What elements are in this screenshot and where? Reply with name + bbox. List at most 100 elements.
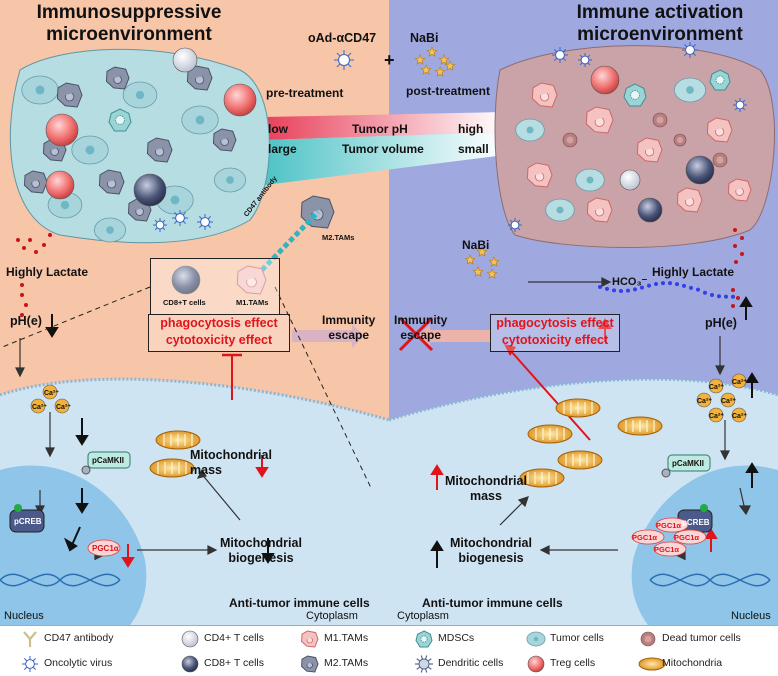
hco3-dot	[717, 294, 721, 299]
right-red-up-arrows	[430, 318, 718, 552]
right-tumor-mass	[494, 45, 775, 248]
zoom-dashed-line-right	[274, 286, 373, 491]
mitochondria-icon	[155, 430, 201, 450]
oncolytic-virus-icon	[22, 656, 38, 672]
dead-tumor-cell-icon	[652, 112, 668, 128]
lactate-dot	[48, 233, 52, 237]
right-pgc-label-4: PGC1α	[654, 545, 680, 554]
left-pcamkii-node	[87, 451, 131, 469]
left-ca-label-1: Ca²⁺	[44, 390, 59, 397]
m2-tam-icon	[23, 170, 48, 194]
hco3-dot	[661, 281, 665, 286]
left-pgc1a-node	[87, 539, 121, 557]
right-pgc-label-3: PGC1α	[674, 533, 700, 542]
tumor-cell-icon	[21, 75, 59, 105]
left-mito-mass-label: Mitochondrial mass	[190, 448, 272, 477]
phosphate-icon	[81, 465, 91, 475]
lactate-dot	[731, 288, 735, 292]
tumor-cell-icon	[71, 135, 109, 165]
right-ca-label-1: Ca²⁺	[709, 384, 724, 391]
pre-treatment-label: pre-treatment	[266, 86, 344, 100]
phosphate-icon	[661, 468, 671, 478]
legend-label-m1-tam: M1.TAMs	[324, 632, 369, 644]
right-title: Immune activation microenvironment	[576, 2, 744, 45]
right-ca-label-2: Ca²⁺	[732, 379, 747, 386]
mitochondria-icon	[527, 424, 573, 444]
hco3-dot	[640, 285, 644, 290]
right-mito-mass-label: Mitochondrial mass	[445, 474, 527, 503]
hco3-dot	[612, 288, 616, 293]
tumor-cell-icon	[515, 118, 545, 142]
oncolytic-virus-icon	[172, 210, 188, 226]
right-pgc1a-node	[653, 541, 687, 557]
nabi-star-icon	[486, 268, 498, 279]
nabi-star-icon	[426, 46, 438, 57]
dead-tumor-cell-icon	[640, 631, 656, 647]
lactate-dot	[740, 252, 744, 256]
right-pgc-label-2: PGC1α	[632, 533, 658, 542]
hco3-dot	[710, 292, 714, 297]
nabi-star-icon	[414, 54, 426, 65]
tumor-cell-icon	[213, 167, 246, 193]
nabi-star-icon	[438, 54, 450, 65]
lactate-dot	[733, 228, 737, 232]
dendritic-cell-icon	[415, 655, 433, 673]
left-pgc-label: PGC1α	[92, 544, 119, 553]
lactate-dot	[734, 260, 738, 264]
left-effects-box: phagocytosis effect cytotoxicity effect	[148, 314, 290, 352]
right-ca-label-4: Ca²⁺	[721, 398, 736, 405]
right-pcamkii-node	[667, 454, 711, 472]
mitochondria-icon	[617, 416, 663, 436]
left-tumor-cluster	[9, 47, 335, 244]
hco3-dot	[626, 288, 630, 293]
calcium-ion-icon	[720, 392, 736, 408]
oncolytic-virus-icon	[334, 50, 354, 70]
oncolytic-virus-icon	[197, 214, 213, 230]
hco3-dot	[724, 294, 728, 299]
mdsc-icon	[108, 108, 132, 132]
lactate-dot	[733, 244, 737, 248]
post-treatment-label: post-treatment	[406, 84, 491, 98]
left-ca-label-3: Ca²⁺	[56, 404, 71, 411]
right-cytotoxicity-label: cytotoxicity effect	[501, 333, 609, 347]
m1-tam-icon	[727, 178, 752, 202]
cd8-t-cell-icon	[171, 265, 201, 295]
dead-tumor-cell-icon	[673, 133, 687, 147]
left-anti-tumor-label: Anti-tumor immune cells	[229, 596, 370, 610]
right-ph-label: pH(e)	[705, 316, 737, 330]
cd8-t-cell-icon	[133, 173, 167, 207]
treg-cell-icon	[590, 65, 620, 95]
hco3-dot	[619, 288, 623, 293]
nabi-star-icon	[434, 66, 446, 77]
hco3-label: HCO₃⁻	[612, 276, 648, 288]
calcium-ion-icon	[30, 398, 46, 414]
tumor-cell-icon	[181, 105, 219, 135]
dead-tumor-cell-icon	[712, 152, 728, 168]
legend-label-dendritic-cell: Dendritic cells	[438, 657, 504, 669]
hco3-dot	[703, 290, 707, 295]
oncolytic-virus-icon	[552, 47, 568, 63]
lactate-dot	[740, 236, 744, 240]
right-mito-bio-label: Mitochondrial biogenesis	[450, 536, 532, 565]
tumor-cell-icon	[674, 77, 707, 103]
hco3-dot	[647, 283, 651, 288]
calcium-ion-icon	[42, 384, 58, 400]
hco3-dot	[696, 287, 700, 292]
calcium-ion-icon	[731, 407, 747, 423]
right-pgc1a-node	[655, 517, 689, 533]
right-phagocytosis-label: phagocytosis effect	[496, 316, 614, 330]
legend-label-tumor-cell: Tumor cells	[550, 632, 604, 644]
m2-tam-icon	[146, 137, 173, 163]
calcium-ion-icon	[708, 378, 724, 394]
legend-label-dead-tumor-cell: Dead tumor cells	[662, 632, 741, 644]
hco3-dot	[633, 287, 637, 292]
legend-label-m2-tam: M2.TAMs	[324, 657, 369, 669]
right-effects-box: phagocytosis effect cytotoxicity effect	[490, 314, 620, 352]
m1-tam-icon	[236, 265, 267, 295]
m1-tam-icon	[586, 197, 613, 223]
right-lactate-label: Highly Lactate	[652, 265, 735, 279]
lactate-dot	[731, 304, 735, 308]
nabi-star-icon	[420, 64, 432, 75]
legend-label-cd8-t-cell: CD8+ T cells	[204, 657, 265, 669]
